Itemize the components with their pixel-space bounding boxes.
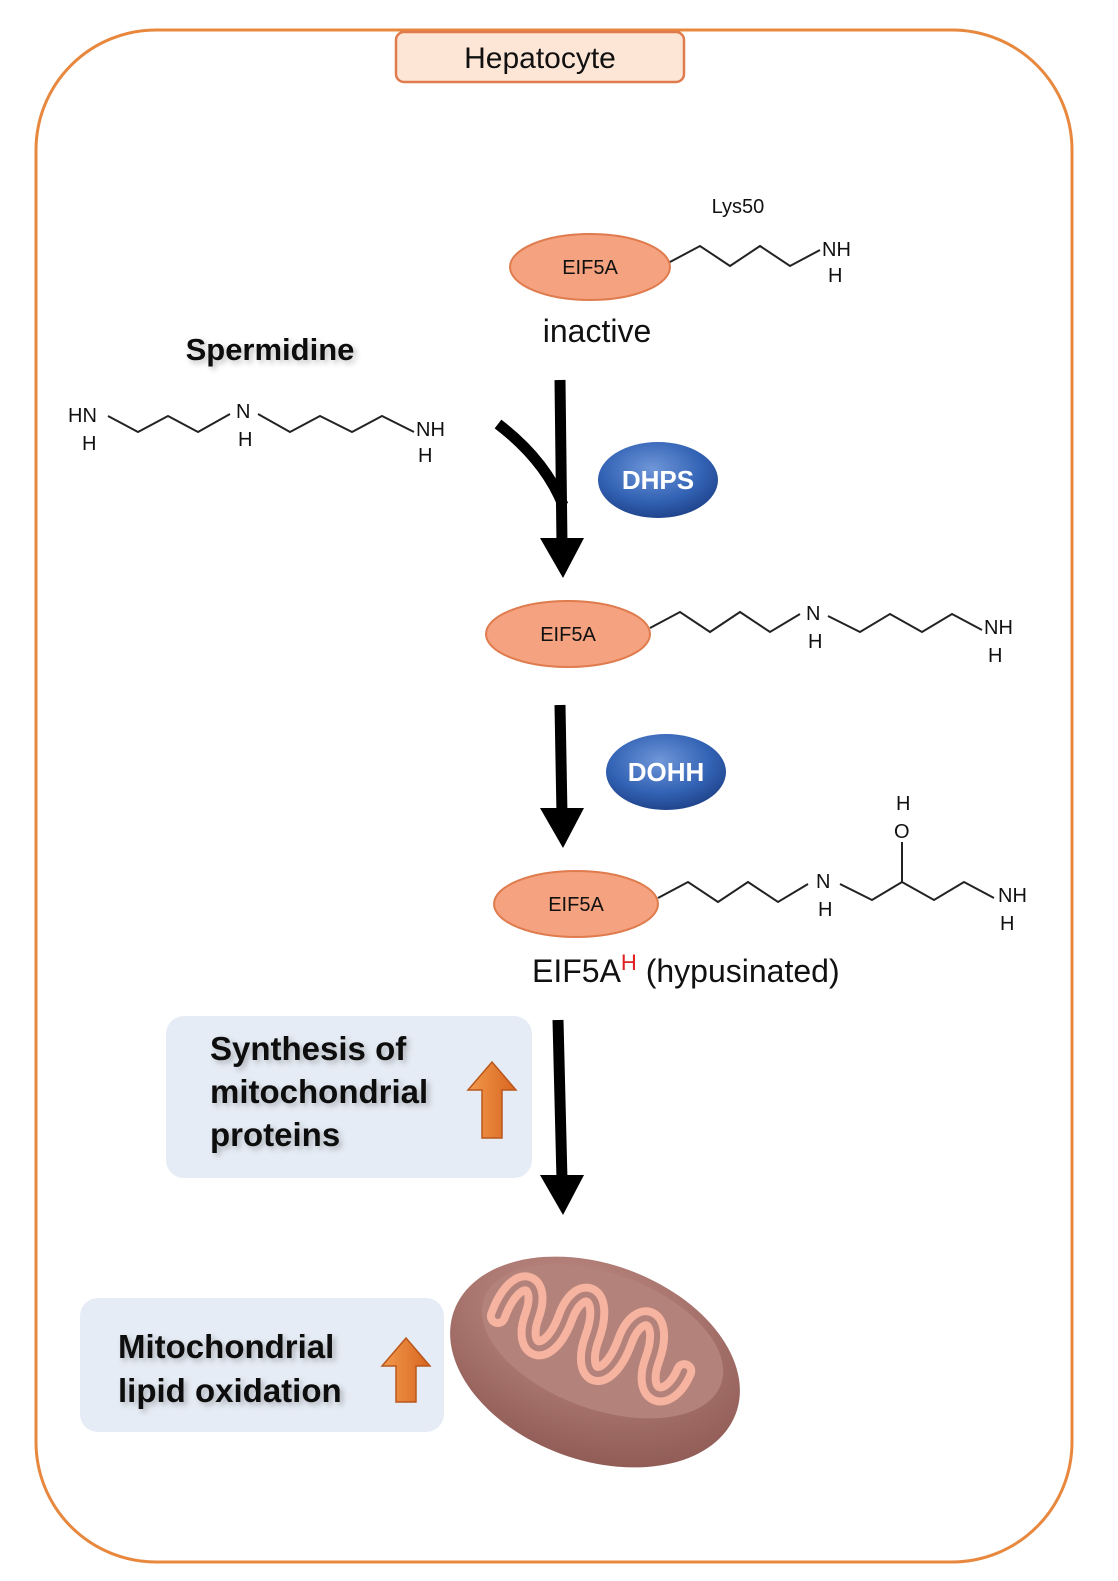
lys-amine-h: H [828,265,842,287]
oxidation-up-arrow-icon [380,1336,432,1403]
deoxy-chain-right [827,612,983,634]
oxidation-box [80,1298,444,1432]
hydroxyl-h: H [896,793,910,815]
lysine-chain [669,244,821,268]
lys-amine-nh: NH [822,239,851,261]
dhps-label: DHPS [622,465,694,495]
spermidine-n-h: H [238,429,252,451]
oxidation-line-2: lipid oxidation [118,1372,342,1409]
hypusinated-caption-main: EIF5A [532,953,622,989]
cell-title-box [394,30,686,84]
spermidine-hn: HN [68,405,97,427]
hypusinated-caption-rest: (hypusinated) [637,953,840,989]
hypusinated-caption: EIF5AH (hypusinated) [532,950,840,989]
eif5a-inactive-ellipse [509,233,671,301]
cell-membrane [34,28,1074,1564]
hypusine-n: N [816,871,830,893]
arrow-2-head [540,808,584,848]
spermidine-nh: NH [416,419,445,441]
arrow-2-shaft [554,704,568,816]
arrow-1-head [540,538,584,578]
deoxy-n-h: H [808,631,822,653]
oxidation-line-1: Mitochondrial [118,1328,334,1365]
lys50-label: Lys50 [712,196,765,218]
deoxy-nh: NH [984,617,1013,639]
arrow-1-shaft [554,379,568,546]
synthesis-line-2: mitochondrial [210,1073,428,1110]
arrow-3-head [540,1175,584,1215]
deoxy-n: N [806,603,820,625]
arrow-3-shaft [552,1019,568,1181]
hypusine-chain-right [839,880,995,902]
dohh-enzyme [606,734,726,810]
cell-title: Hepatocyte [464,42,616,75]
deoxy-chain-left [649,610,801,634]
hypusine-nh: NH [998,885,1027,907]
hypusinated-caption-sup: H [621,950,637,975]
synthesis-box [166,1016,532,1178]
synthesis-up-arrow-icon [466,1060,518,1139]
spermidine-n: N [236,401,250,423]
eif5a-hypusinated-label: EIF5A [548,894,604,916]
spermidine-label: Spermidine [186,332,355,367]
spermidine-nh-h: H [418,445,432,467]
hypusine-nh-h: H [1000,913,1014,935]
eif5a-deoxy-label: EIF5A [540,624,596,646]
dhps-enzyme [598,442,718,518]
spermidine-chain-right [257,413,415,434]
deoxy-nh-h: H [988,645,1002,667]
synthesis-line-3: proteins [210,1116,340,1153]
eif5a-hypusinated-ellipse [493,870,659,938]
spermidine-hn-h: H [82,433,96,455]
hypusine-n-h: H [818,899,832,921]
mitochondrion-icon [450,1256,740,1468]
spermidine-chain-left [107,413,231,434]
hydroxyl-o: O [894,821,910,843]
synthesis-line-1: Synthesis of [210,1030,407,1067]
eif5a-inactive-label: EIF5A [562,257,618,279]
dohh-label: DOHH [628,757,705,787]
inactive-caption: inactive [543,313,652,349]
eif5a-deoxy-ellipse [485,600,651,668]
spermidine-merge-curve [494,419,569,508]
hypusine-chain-left [657,880,809,904]
